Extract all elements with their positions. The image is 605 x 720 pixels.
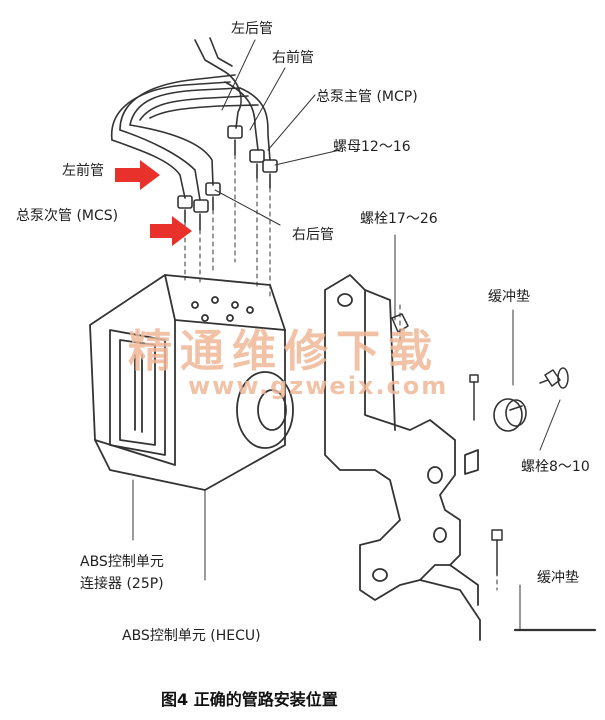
label-connector-line2: 连接器 (25P) — [80, 576, 164, 592]
label-left-front-pipe: 左前管 — [62, 163, 104, 179]
red-arrow-mcs — [150, 216, 192, 246]
label-mcp: 总泵主管 (MCP) — [316, 89, 418, 105]
hecu-block — [89, 274, 294, 491]
watermark-cn: 精通维修下载 — [128, 326, 440, 377]
pipe-fittings — [177, 125, 278, 231]
label-abs-connector: ABS控制单元 连接器 (25P) — [80, 551, 164, 595]
label-right-front-pipe: 右前管 — [272, 50, 314, 66]
label-hecu: ABS控制单元 (HECU) — [122, 628, 261, 644]
watermark-url: www.gzweix.com — [188, 372, 449, 400]
label-left-rear-pipe: 左后管 — [231, 21, 273, 37]
brake-pipes — [111, 37, 271, 201]
label-cushion-bottom: 缓冲垫 — [537, 570, 579, 586]
bolts — [391, 313, 569, 576]
label-mcs: 总泵次管 (MCS) — [16, 208, 119, 224]
red-arrow-left-front — [115, 160, 160, 190]
mounting-bracket — [324, 274, 481, 641]
label-bolt-8-10: 螺栓8～10 — [521, 459, 590, 475]
label-right-rear-pipe: 右后管 — [292, 227, 334, 243]
leader-lines — [132, 39, 593, 631]
figure-caption: 图4 正确的管路安装位置 — [161, 690, 338, 709]
label-cushion-top: 缓冲垫 — [488, 289, 530, 305]
label-bolt-17-26: 螺栓17～26 — [360, 211, 438, 227]
label-nut: 螺母12～16 — [333, 139, 411, 155]
cushion-top-shape — [493, 398, 527, 432]
label-connector-line1: ABS控制单元 — [80, 554, 164, 570]
